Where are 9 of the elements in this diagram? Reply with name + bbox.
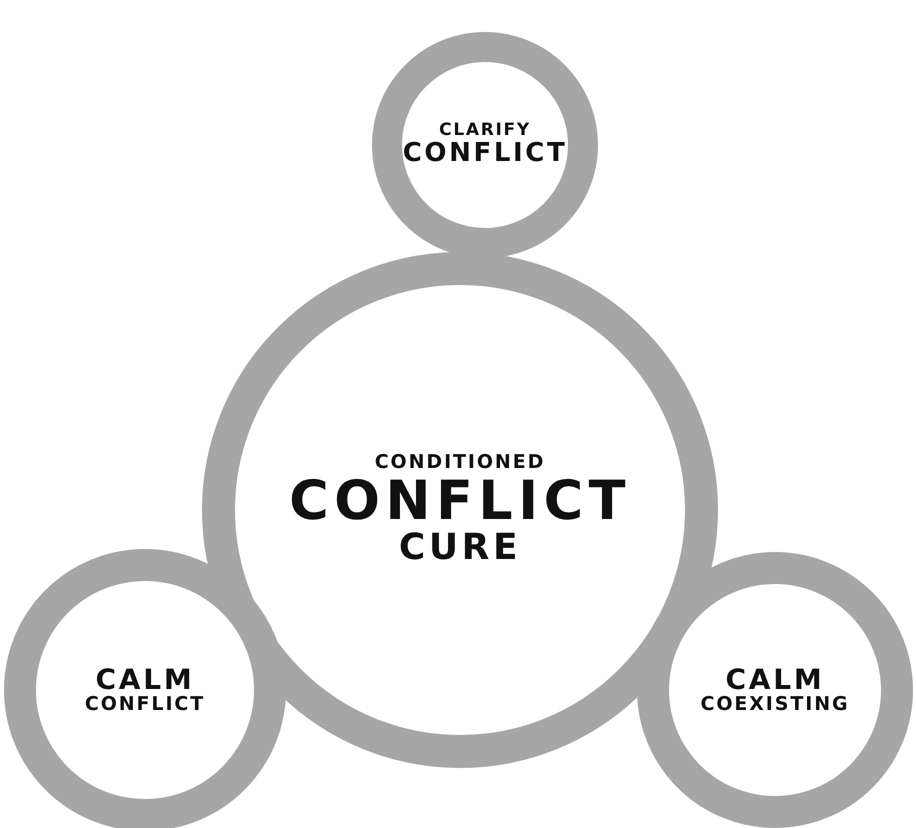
circle-label: CLARIFY: [439, 122, 531, 140]
circle-label: CURE: [398, 529, 522, 568]
circle-label: CALM: [725, 665, 825, 695]
circle-label: CALM: [95, 665, 195, 695]
circle-label: CONFLICT: [402, 140, 568, 168]
circle-label: COEXISTING: [700, 694, 850, 715]
circle-label: CONFLICT: [84, 694, 206, 715]
circle-label: CONDITIONED: [374, 452, 546, 473]
circle-label: CONFLICT: [289, 472, 631, 530]
